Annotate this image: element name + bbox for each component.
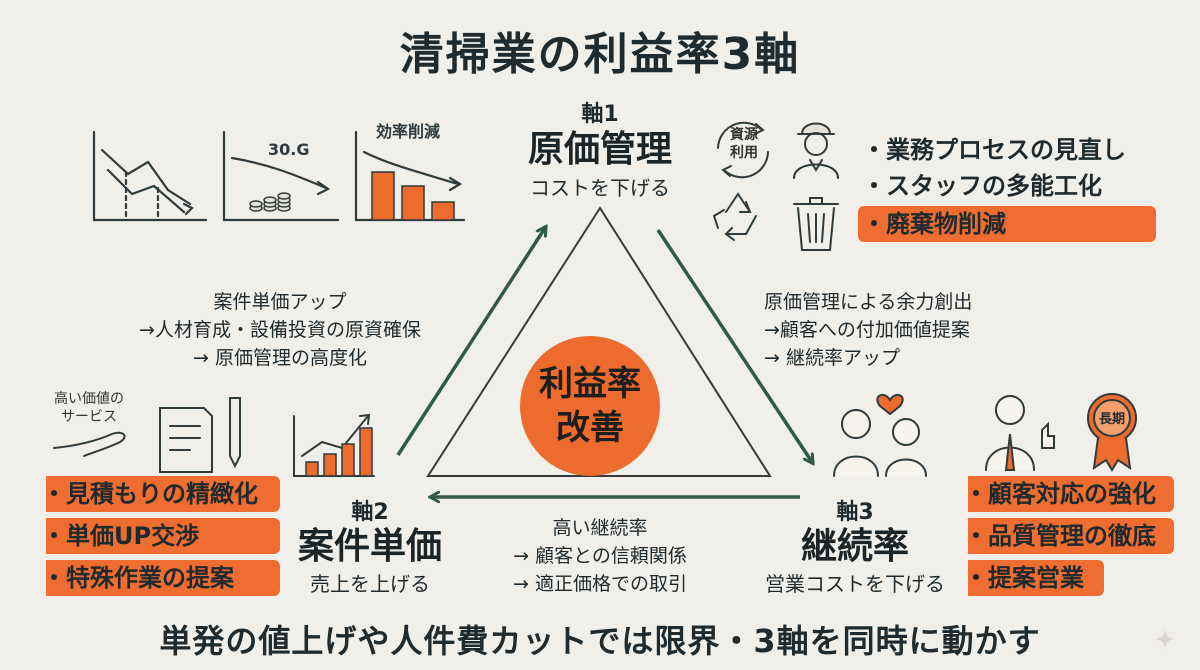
- arrow-axis1-to-axis3: [656, 229, 812, 462]
- axis1-bullet: ・スタッフの多能工化: [862, 172, 1102, 200]
- axis1-name: 原価管理: [527, 129, 672, 170]
- axis3-bullets: ・顧客対応の強化 ・品質管理の徹底 ・提案営業: [960, 476, 1174, 596]
- axis3-name: 継続率: [800, 526, 909, 567]
- axis3-number: 軸3: [836, 500, 874, 525]
- customer-couple-icon: [833, 409, 927, 477]
- axis1-bullets: ・業務プロセスの見直し ・スタッフの多能工化 ・廃棄物削減: [858, 132, 1156, 242]
- flow-left-line: → 原価管理の高度化: [193, 347, 367, 369]
- axis1-bullet: ・業務プロセスの見直し: [862, 136, 1126, 164]
- axis3-subtitle: 営業コストを下げる: [765, 572, 945, 596]
- inner-triangle: [426, 206, 772, 477]
- axis3-bullet-highlight: ・提案営業: [960, 560, 1104, 596]
- resource-label-line: 利用: [730, 145, 758, 161]
- flow-note-bottom: 高い継続率 → 顧客との信頼関係 → 適正価格での取引: [470, 514, 730, 598]
- long-term-badge-icon: [1087, 393, 1137, 472]
- resource-use-label: 資源 利用: [722, 126, 766, 162]
- flow-note-right: 原価管理による余力創出 →顧客への付加価値提案 → 継続率アップ: [764, 288, 972, 372]
- flow-left-line: 案件単価アップ: [213, 291, 347, 313]
- footer-message: 単発の値上げや人件費カットでは限界・3軸を同時に動かす: [159, 622, 1041, 660]
- axis2-bullet-highlight: ・特殊作業の提案: [38, 560, 280, 596]
- chart-label-efficiency: 効率削減: [376, 122, 441, 141]
- center-line1: 利益率: [539, 364, 641, 404]
- high-value-service-label: 高い価値の サービス: [44, 390, 134, 426]
- axis1-subtitle: コストを下げる: [530, 176, 670, 200]
- axis3-bullet-highlight: ・顧客対応の強化: [960, 476, 1174, 512]
- trash-can-icon: [793, 197, 839, 251]
- sparkle-icon: [1155, 629, 1175, 649]
- axis2-illustrations: [53, 397, 375, 477]
- arrow-axis2-to-axis1: [396, 228, 545, 456]
- axis2-bullet-highlight: ・見積もりの精緻化: [38, 476, 280, 512]
- axis3-bullet-highlight: ・品質管理の徹底: [960, 518, 1174, 554]
- axis3-illustrations: [833, 393, 1137, 477]
- heart-icon: [876, 393, 904, 416]
- flow-bottom-line: 高い継続率: [552, 517, 648, 539]
- axis2-header: 軸2 案件単価 売上を上げる: [270, 494, 470, 597]
- center-profit-circle: 利益率 改善: [520, 336, 660, 476]
- axis2-subtitle: 売上を上げる: [310, 572, 430, 596]
- open-hand-icon: [53, 431, 126, 457]
- page-title: 清掃業の利益率3軸: [399, 29, 801, 80]
- axis2-number: 軸2: [351, 500, 389, 525]
- flow-bottom-line: → 顧客との信頼関係: [513, 545, 687, 567]
- axis2-bullet-highlight: ・単価UP交渉: [38, 518, 280, 554]
- service-label-line: サービス: [61, 409, 117, 425]
- axis1-header: 軸1 原価管理 コストを下げる: [480, 96, 720, 201]
- axis2-bullets: ・見積もりの精緻化 ・単価UP交渉 ・特殊作業の提案: [38, 476, 280, 596]
- long-term-badge-label: 長期: [1098, 412, 1125, 427]
- flow-right-line: → 継続率アップ: [764, 347, 900, 369]
- resource-cycle-icon: [717, 121, 763, 149]
- service-label-line: 高い価値の: [54, 391, 124, 407]
- cost-decrease-charts-illustration: [92, 130, 466, 222]
- flow-left-line: →人材育成・設備投資の原資確保: [139, 319, 421, 341]
- staff-thumbs-up-icon: [985, 395, 1055, 471]
- axis1-icons: [712, 121, 839, 251]
- flow-bottom-line: → 適正価格での取引: [513, 573, 687, 595]
- chart-label-30g: 30.G: [268, 140, 310, 159]
- axis3-header: 軸3 継続率 営業コストを下げる: [745, 494, 965, 597]
- document-pen-icon: [159, 397, 241, 473]
- axis1-bullet-highlight: ・廃棄物削減: [858, 206, 1156, 242]
- flow-note-left: 案件単価アップ →人材育成・設備投資の原資確保 → 原価管理の高度化: [120, 288, 440, 372]
- resource-label-line: 資源: [730, 127, 758, 143]
- recycle-icon: [712, 192, 757, 241]
- axis2-name: 案件単価: [297, 526, 442, 567]
- axis1-number: 軸1: [581, 102, 619, 127]
- worker-icon: [793, 122, 839, 179]
- center-line2: 改善: [556, 408, 624, 448]
- flow-right-line: →顧客への付加価値提案: [764, 319, 970, 341]
- flow-right-line: 原価管理による余力創出: [764, 291, 973, 313]
